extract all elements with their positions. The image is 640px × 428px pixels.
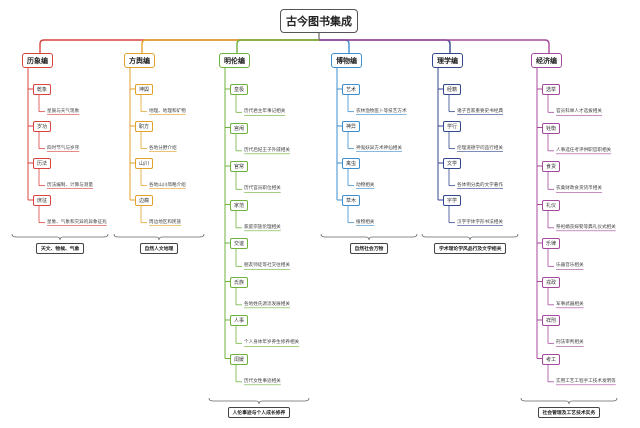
summary-bracket xyxy=(208,397,310,405)
summary-label: 自然社会万物 xyxy=(349,243,389,254)
description-text: 实用工艺工程手工技术发明等 xyxy=(556,378,616,384)
subcategory-node[interactable]: 文学 xyxy=(443,158,462,169)
description-text: 各地姓氏源流发展相关 xyxy=(244,301,290,307)
subcategory-node[interactable]: 戎政 xyxy=(542,276,561,288)
description-text: 植物相关 xyxy=(356,219,375,225)
subcategory-node[interactable]: 山川 xyxy=(135,158,154,169)
description-text: 星辰与天气现象 xyxy=(47,108,80,114)
description-text: 历代女性事迹相关 xyxy=(244,378,281,384)
description-text: 官员科举人才选拔相关 xyxy=(556,109,602,115)
summary-label: 天文、物候、气象 xyxy=(36,243,85,254)
subcategory-node[interactable]: 艺术 xyxy=(342,84,361,95)
category-node[interactable]: 博物编 xyxy=(331,53,362,68)
subcategory-node[interactable]: 家范 xyxy=(230,199,249,211)
summary-bracket xyxy=(320,233,418,241)
description-text: 历代官员职位相关 xyxy=(244,186,281,192)
branch-connector-1 xyxy=(141,39,319,53)
subcategory-node[interactable]: 字学 xyxy=(443,195,462,206)
subcategory-node[interactable]: 庶征 xyxy=(33,195,52,206)
subcategory-node[interactable]: 宫闱 xyxy=(230,122,249,134)
subcategory-node[interactable]: 历法 xyxy=(33,158,52,169)
description-text: 各地分野介绍 xyxy=(149,145,177,151)
category-node[interactable]: 明伦编 xyxy=(219,53,250,68)
summary-bracket xyxy=(11,233,109,241)
description-text: 军事武器相关 xyxy=(556,301,584,307)
description-text: 伦理道德学问品行相关 xyxy=(457,145,503,151)
branch-connector-0 xyxy=(39,39,319,53)
summary-label: 自然人文地理 xyxy=(139,243,179,254)
description-text: 祭祀婚丧嫁娶等典礼仪式相关 xyxy=(556,224,616,230)
subcategory-node[interactable]: 乐律 xyxy=(542,238,561,249)
category-node[interactable]: 历象编 xyxy=(22,53,53,68)
description-text: 历代后妃王子外戚相关 xyxy=(244,147,290,153)
description-text: 神鬼妖异方术神仙相关 xyxy=(356,145,402,151)
root-node[interactable]: 古今图书集成 xyxy=(280,9,358,33)
description-text: 地理、地理和矿物 xyxy=(149,108,186,114)
category-node[interactable]: 方舆编 xyxy=(124,53,155,68)
summary-label: 人伦事迹与个人成长修养 xyxy=(227,407,291,418)
summary-bracket xyxy=(520,397,618,405)
summary-bracket xyxy=(421,233,519,241)
subcategory-node[interactable]: 祥刑 xyxy=(542,315,561,326)
description-text: 诸子百家重要史书经典 xyxy=(457,108,503,114)
branch-connector-5 xyxy=(319,39,550,53)
description-text: 乐器音乐相关 xyxy=(556,263,584,269)
description-text: 动物相关 xyxy=(356,182,375,188)
description-text: 朋友师徒等社交往相关 xyxy=(244,263,290,269)
subcategory-node[interactable]: 闺媛 xyxy=(230,353,249,365)
subcategory-node[interactable]: 神异 xyxy=(342,121,361,132)
subcategory-node[interactable]: 食货 xyxy=(542,161,561,172)
branch-connector-4 xyxy=(319,39,451,53)
subcategory-node[interactable]: 交谊 xyxy=(230,238,249,249)
description-text: 人事选任考评供职官职相关 xyxy=(556,147,612,153)
subcategory-node[interactable]: 礼仪 xyxy=(542,199,561,211)
branch-connector-2 xyxy=(236,39,319,53)
subcategory-node[interactable]: 学行 xyxy=(443,121,462,132)
description-text: 四时节气与岁序 xyxy=(47,145,80,151)
subcategory-node[interactable]: 草木 xyxy=(342,195,361,206)
summary-label: 社会管理及工艺技术实务 xyxy=(537,407,601,418)
description-text: 个人身体年岁养生修养相关 xyxy=(244,340,300,346)
subcategory-node[interactable]: 考工 xyxy=(542,353,561,365)
subcategory-node[interactable]: 岁功 xyxy=(33,121,52,132)
subcategory-node[interactable]: 选举 xyxy=(542,84,561,95)
subcategory-node[interactable]: 坤舆 xyxy=(135,84,154,95)
summary-label: 学术理论学风品行及文学相关 xyxy=(434,243,507,254)
description-text: 农桑财政食货货币相关 xyxy=(556,186,602,192)
subcategory-node[interactable]: 官常 xyxy=(230,161,249,172)
subcategory-node[interactable]: 乾象 xyxy=(33,84,52,95)
description-text: 星象、气象和灾异的异象征兆 xyxy=(47,219,107,225)
subcategory-node[interactable]: 氏族 xyxy=(230,276,249,288)
description-text: 周边地区和民族 xyxy=(149,219,182,225)
category-node[interactable]: 经济编 xyxy=(531,53,562,68)
summary-bracket xyxy=(113,233,205,241)
subcategory-node[interactable]: 边裔 xyxy=(135,195,154,206)
subcategory-node[interactable]: 经籍 xyxy=(443,84,462,95)
subcategory-node[interactable]: 人事 xyxy=(230,315,249,326)
subcategory-node[interactable]: 禽虫 xyxy=(342,158,361,169)
branch-connector-3 xyxy=(319,39,350,53)
category-node[interactable]: 理学编 xyxy=(432,53,463,68)
description-text: 历代君主年事记相关 xyxy=(244,109,286,115)
subcategory-node[interactable]: 职方 xyxy=(135,121,154,132)
description-text: 家庭宗族伦理相关 xyxy=(244,224,281,230)
description-text: 各地山川简略介绍 xyxy=(149,182,186,188)
subcategory-node[interactable]: 铨衡 xyxy=(542,122,561,134)
description-text: 农林渔牧医卜等技艺方术 xyxy=(356,108,407,114)
description-text: 汉字字体字形书法相关 xyxy=(457,219,503,225)
description-text: 历法编制、计算与测量 xyxy=(47,182,93,188)
description-text: 刑法审判相关 xyxy=(556,340,584,346)
description-text: 各体例分类的文学著作 xyxy=(457,182,503,188)
subcategory-node[interactable]: 皇极 xyxy=(230,84,249,95)
